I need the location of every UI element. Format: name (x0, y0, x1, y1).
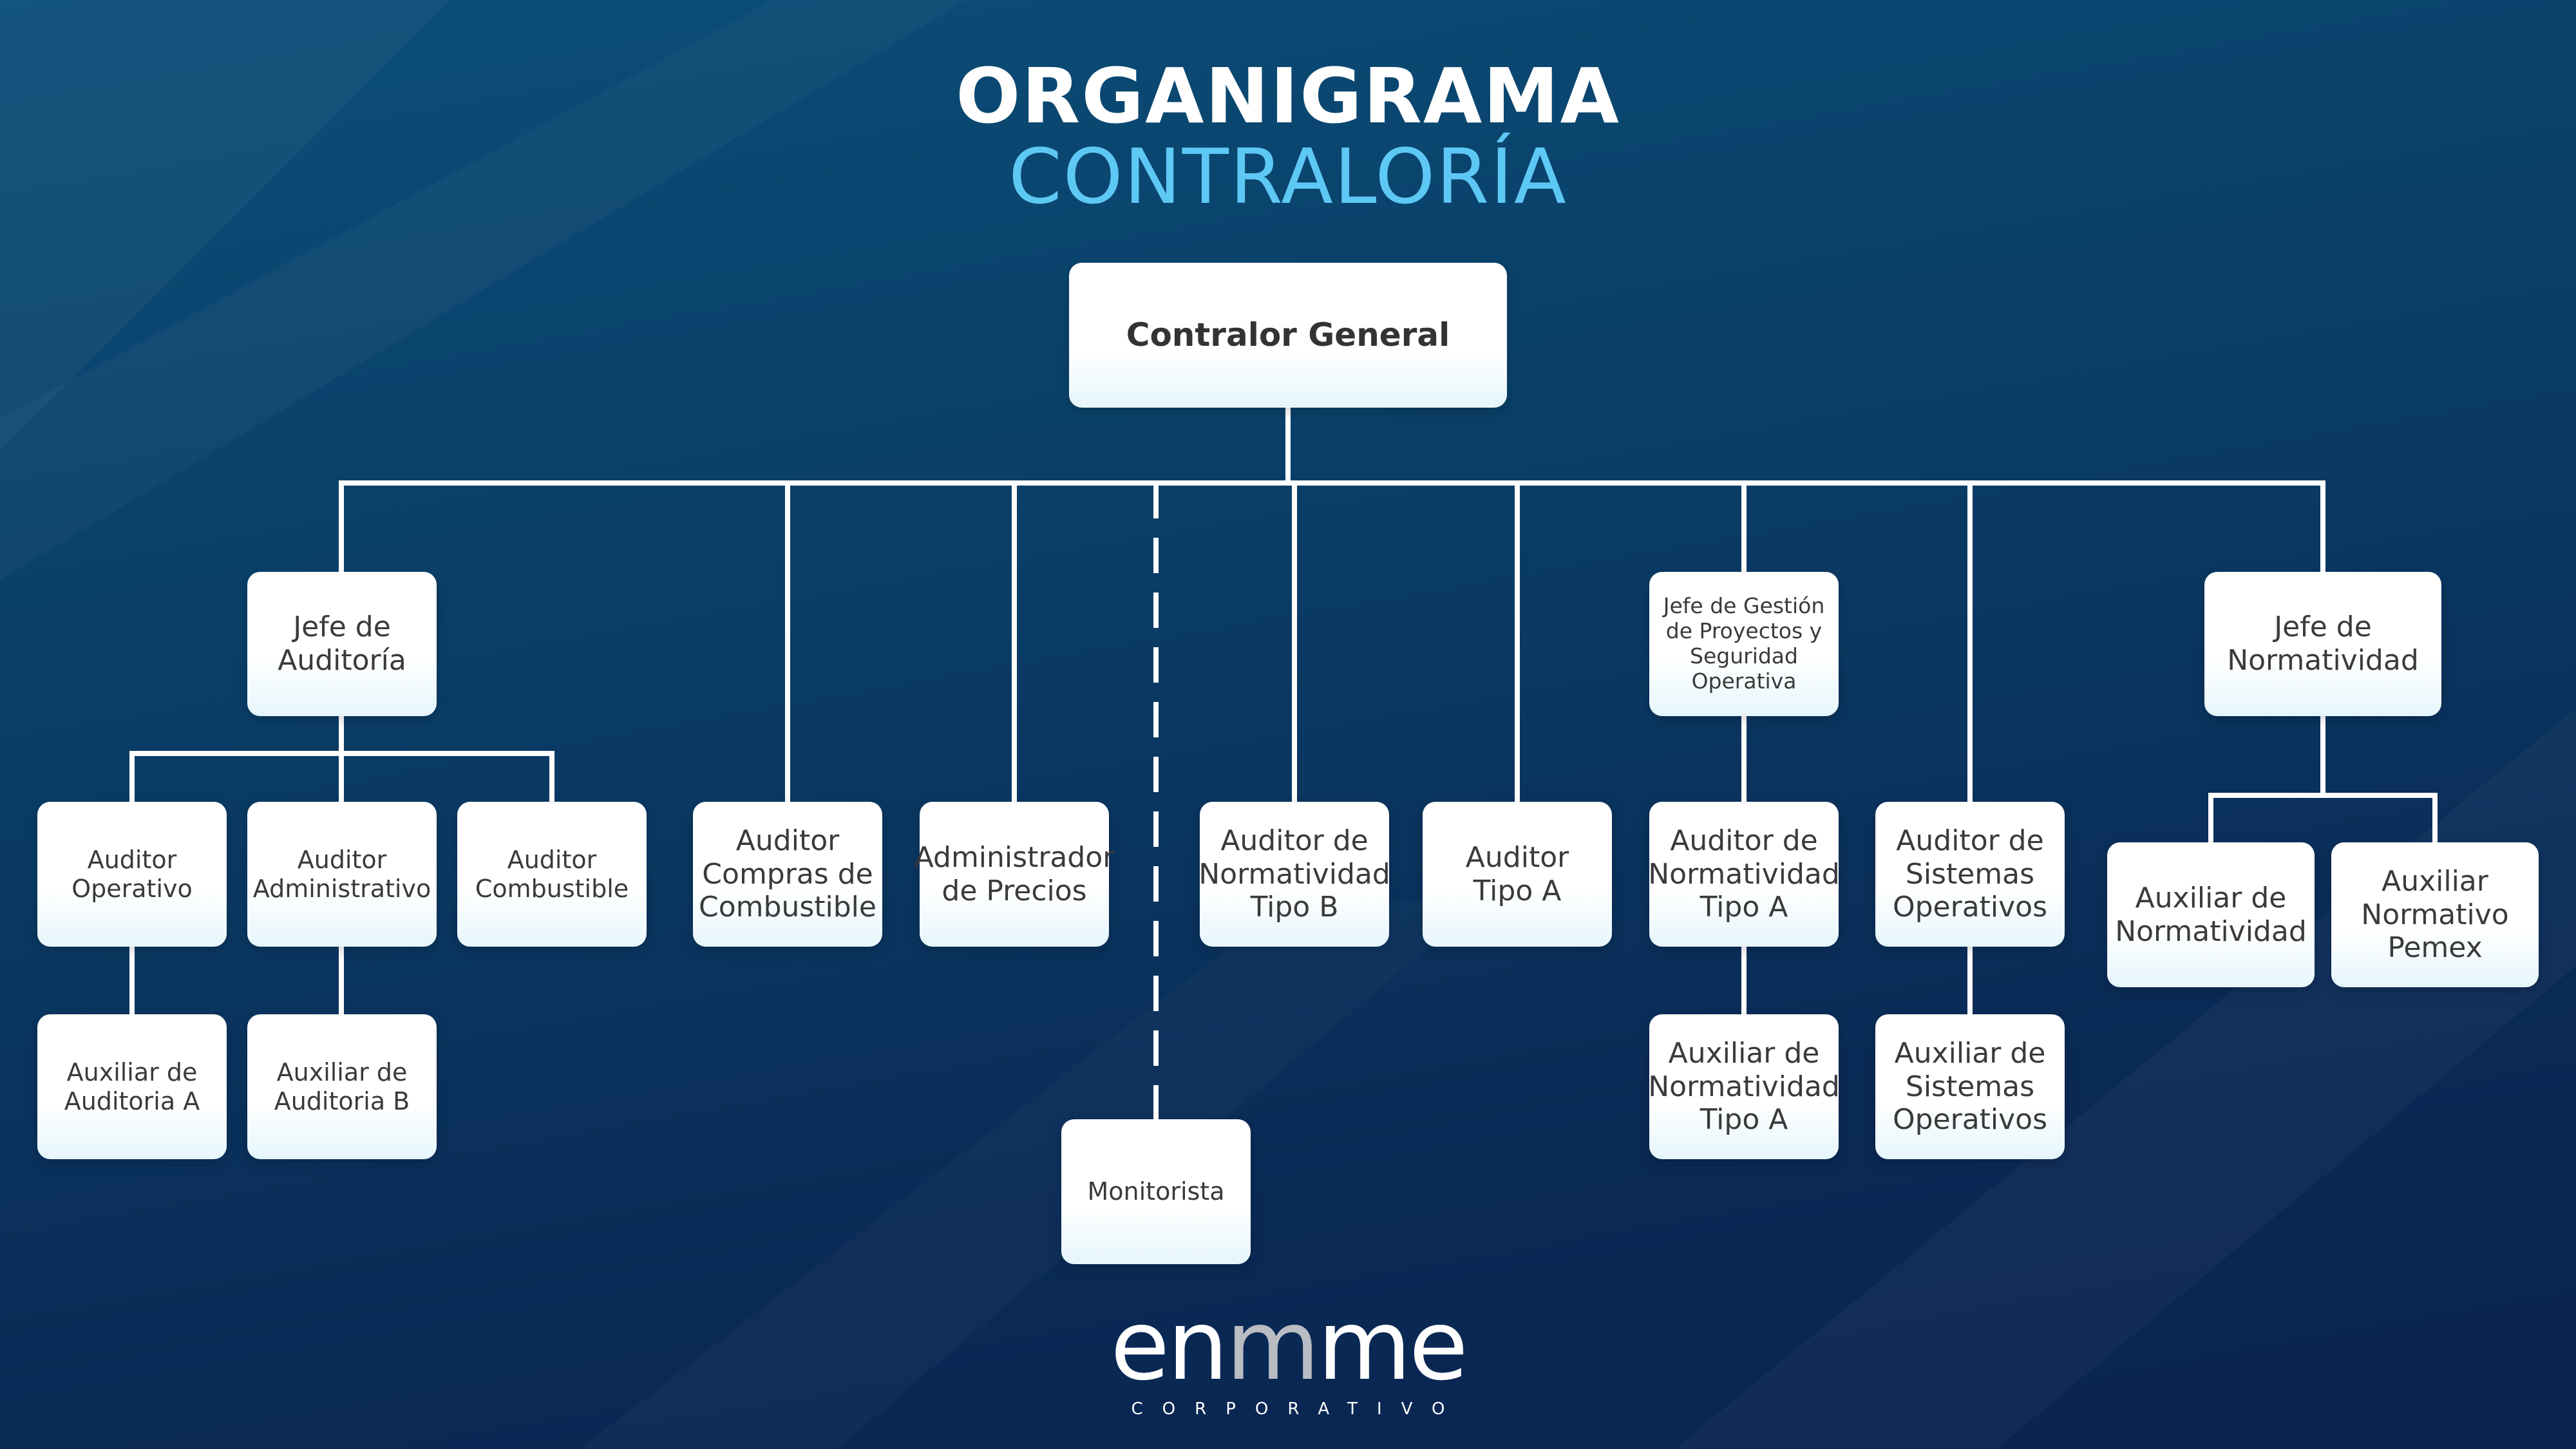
node-administrador-precios: Administrador de Precios (914, 802, 1114, 947)
node-auditor-compras-combustible: Auditor Compras de Combustible (693, 802, 882, 947)
chart-subtitle: CONTRALORÍA (1009, 132, 1567, 221)
node-auxiliar-normatividad: Auxiliar de Normatividad (2107, 842, 2315, 987)
logo-wordmark: enmme (1110, 1290, 1468, 1402)
node-auxiliar-normatividad-tipo-a: Auxiliar de Normatividad Tipo A (1648, 1014, 1840, 1159)
node-auxiliar-normativo-pemex: Auxiliar Normativo Pemex (2331, 842, 2539, 987)
node-auxiliar-sistemas-operativos: Auxiliar de Sistemas Operativos (1875, 1014, 2065, 1159)
node-auditor-sistemas-operativos: Auditor de Sistemas Operativos (1875, 802, 2065, 947)
node-monitorista: Monitorista (1061, 1119, 1251, 1264)
node-auxiliar-auditoria-a: Auxiliar de Auditoria A (37, 1014, 227, 1159)
node-auditor-administrativo: Auditor Administrativo (247, 802, 437, 947)
node-auditor-operativo: Auditor Operativo (37, 802, 227, 947)
node-auditor-normatividad-tipo-b: Auditor de Normatividad Tipo B (1198, 802, 1390, 947)
company-logo: enmme CORPORATIVO (0, 1298, 2576, 1419)
node-auxiliar-auditoria-b: Auxiliar de Auditoria B (247, 1014, 437, 1159)
node-auditor-tipo-a: Auditor Tipo A (1423, 802, 1612, 947)
node-jefe-normatividad: Jefe de Normatividad (2204, 572, 2441, 716)
node-auditor-combustible: Auditor Combustible (457, 802, 647, 947)
node-contralor-general: Contralor General (1069, 263, 1507, 408)
logo-subtitle: CORPORATIVO (1131, 1399, 1464, 1419)
chart-title: ORGANIGRAMA (956, 52, 1620, 140)
node-jefe-gestion-proyectos: Jefe de Gestión de Proyectos y Seguridad… (1649, 572, 1839, 716)
node-auditor-normatividad-tipo-a: Auditor de Normatividad Tipo A (1648, 802, 1840, 947)
node-jefe-auditoria: Jefe de Auditoría (247, 572, 437, 716)
